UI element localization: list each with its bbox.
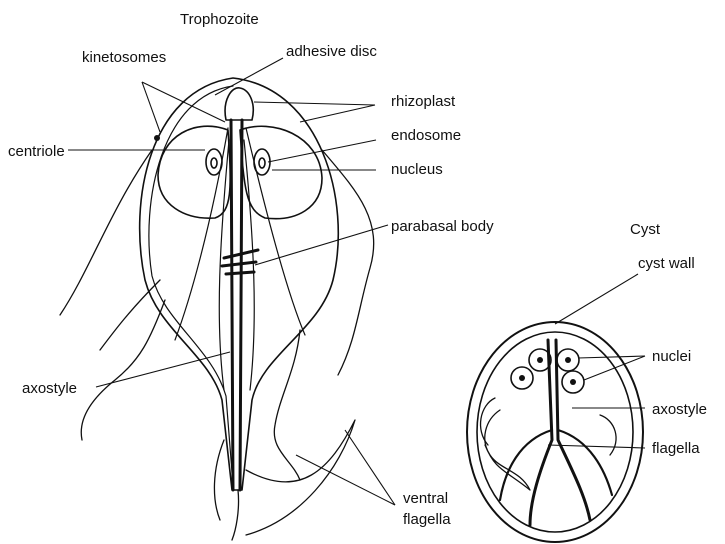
label-nucleus: nucleus [391,161,443,178]
cyst-title: Cyst [630,221,661,238]
label-cyst-flagella: flagella [652,440,700,457]
label-kinetosomes: kinetosomes [82,49,166,66]
centriole-dot [154,135,160,141]
label-cyst-axostyle: axostyle [652,401,707,418]
label-nuclei: nuclei [652,348,691,365]
endosome [259,158,265,168]
label-cyst-wall: cyst wall [638,255,695,272]
posterior-flagellum-right [274,330,300,480]
label-ventral-flagella-line2: flagella [403,511,451,528]
axostyle-rod [231,120,233,490]
label-centriole: centriole [8,143,65,160]
anterior-flagellum-right [322,150,374,375]
anterior-flagellum-left [60,150,152,315]
label-parabasal-body: parabasal body [391,218,494,235]
label-adhesive-disc: adhesive disc [286,43,377,60]
ventral-flagellum-right [246,420,355,535]
rhizoplast-bulb [225,88,253,120]
label-axostyle: axostyle [22,380,77,397]
label-rhizoplast: rhizoplast [391,93,456,110]
label-ventral-flagella-line1: ventral [403,490,448,507]
trophozoite-title: Trophozoite [180,11,259,28]
lateral-flagellum-left-2 [100,280,160,350]
label-endosome: endosome [391,127,461,144]
ventral-flagellum-left [214,440,224,520]
adhesive-disc-right [240,126,322,218]
cyst-figure: Cyst cyst wall nuclei axostyle flagella [467,221,707,542]
trophozoite-figure: Trophozoite [8,11,494,540]
